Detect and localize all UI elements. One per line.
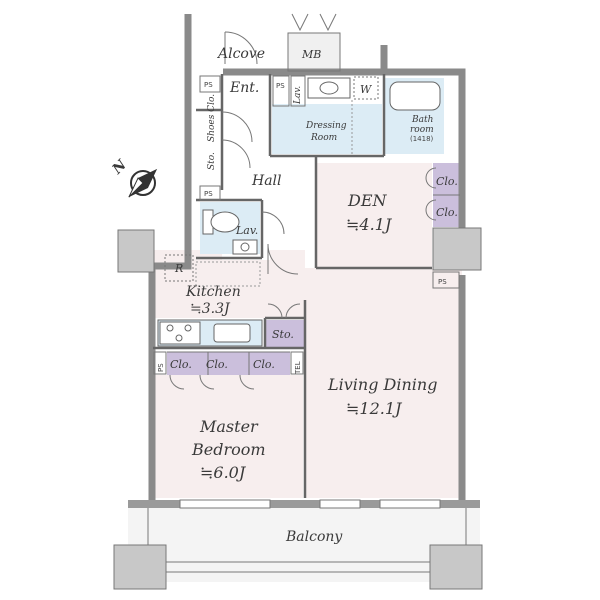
interior-walls bbox=[153, 74, 432, 498]
column-balcony-left bbox=[113, 544, 167, 590]
bathtub bbox=[389, 81, 441, 111]
window-living bbox=[319, 499, 361, 509]
shoes-clo-label: Shoes Clo. bbox=[207, 94, 217, 142]
washer-box bbox=[353, 76, 379, 100]
master-area: ≒6.0J bbox=[200, 463, 247, 482]
den-label: DEN bbox=[347, 191, 388, 210]
master-bedroom-floor bbox=[153, 375, 303, 498]
clo-label-bed-3: Clo. bbox=[253, 358, 275, 371]
exterior-walls bbox=[148, 14, 466, 500]
master-label: Master bbox=[199, 417, 259, 436]
balcony-label: Balcony bbox=[285, 529, 343, 545]
dressing-room-floor bbox=[272, 104, 382, 154]
tel-label: TEL bbox=[294, 361, 302, 375]
mb-label: MB bbox=[301, 48, 321, 61]
lav-sink-bowl bbox=[240, 242, 250, 252]
bedroom-label: Bedroom bbox=[191, 440, 266, 459]
bathroom-label: Bath bbox=[411, 115, 433, 125]
kitchen-dash bbox=[195, 261, 261, 287]
storage-fill bbox=[265, 320, 305, 348]
mb-fill bbox=[288, 33, 340, 71]
kitchen-sink bbox=[213, 323, 251, 343]
bathroom-label-2: room bbox=[410, 125, 434, 135]
bedroom-closet-fill bbox=[167, 352, 290, 375]
living-dining-label: Living Dining bbox=[327, 375, 437, 394]
ps-label-5: PS bbox=[157, 363, 165, 372]
column-left bbox=[117, 229, 155, 273]
toilet-bowl bbox=[210, 211, 240, 233]
column-right bbox=[432, 227, 482, 271]
hall-label: Hall bbox=[251, 173, 282, 189]
living-dining-floor bbox=[305, 268, 462, 498]
doors bbox=[169, 31, 437, 390]
balcony-floor bbox=[128, 506, 480, 582]
ent-label: Ent. bbox=[229, 80, 259, 96]
sto-label-kitchen: Sto. bbox=[272, 328, 294, 341]
kitchen-area: ≒3.3J bbox=[190, 301, 231, 317]
closet-lines bbox=[167, 194, 460, 375]
dressing-label: Dressing bbox=[305, 121, 347, 131]
ps-label-3: PS bbox=[204, 190, 213, 198]
north-compass-icon bbox=[128, 168, 158, 198]
clo-label-bed-2: Clo. bbox=[206, 358, 228, 371]
window-living-2 bbox=[379, 499, 441, 509]
compass-label: N bbox=[109, 156, 131, 178]
sto-label-hall: Sto. bbox=[207, 152, 217, 170]
bottom-wall bbox=[128, 500, 480, 508]
ps-label-2: PS bbox=[276, 82, 285, 90]
living-dining-area: ≒12.1J bbox=[346, 399, 403, 418]
kitchen-floor bbox=[153, 250, 305, 318]
balcony-railing bbox=[147, 508, 467, 573]
column-balcony-right bbox=[429, 544, 483, 590]
alcove-label: Alcove bbox=[216, 46, 265, 62]
lav-label: Lav. bbox=[235, 224, 258, 237]
r-label: R bbox=[174, 262, 183, 275]
den-area: ≒4.1J bbox=[346, 215, 393, 234]
w-label: W bbox=[360, 83, 373, 96]
ps-boxes bbox=[153, 75, 460, 375]
sink-bowl bbox=[319, 81, 339, 95]
clo-label-den-2: Clo. bbox=[436, 206, 458, 219]
den-floor bbox=[316, 163, 432, 267]
dressing-label-2: Room bbox=[310, 133, 337, 143]
ps-label-1: PS bbox=[204, 81, 213, 89]
ps-label-4: PS bbox=[438, 278, 447, 286]
clo-label-den-1: Clo. bbox=[436, 175, 458, 188]
bathroom-size: (1418) bbox=[410, 135, 434, 143]
kitchen-label: Kitchen bbox=[185, 284, 241, 300]
mb-vent bbox=[287, 13, 341, 72]
lav-small-label: Lav. bbox=[293, 86, 303, 105]
window-bedroom bbox=[179, 499, 271, 509]
fixtures bbox=[157, 77, 441, 347]
fridge-box bbox=[164, 254, 194, 282]
clo-label-bed-1: Clo. bbox=[170, 358, 192, 371]
